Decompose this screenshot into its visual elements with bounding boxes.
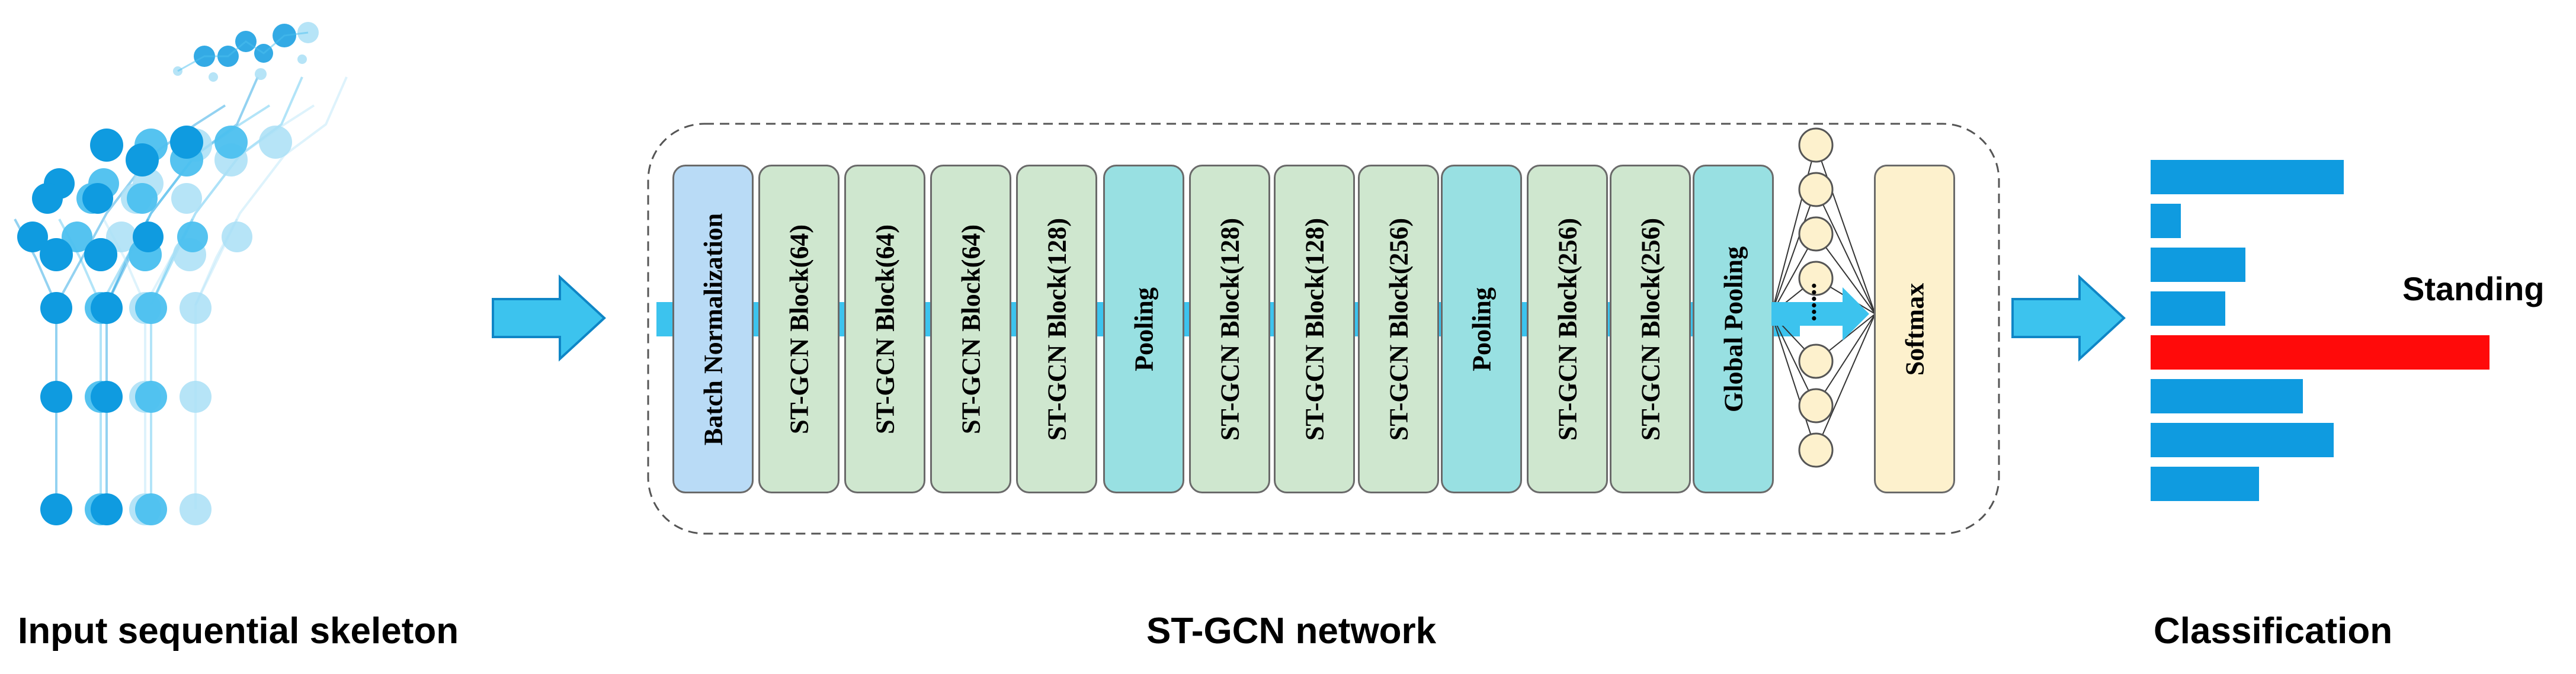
input-caption: Input sequential skeleton [18, 611, 459, 651]
block-label: ST-GCN Block(128) [1042, 217, 1071, 441]
classification-caption: Classification [2154, 611, 2393, 651]
skeleton-joint [91, 493, 123, 525]
skeleton-joint [40, 493, 72, 525]
skeleton-joint [171, 183, 202, 214]
classification-bar [2151, 379, 2303, 413]
block-label: ST-GCN Block(128) [1300, 217, 1329, 441]
block-label: ST-GCN Block(256) [1553, 217, 1582, 441]
fc-connection [1815, 189, 1876, 314]
skeleton-joint [84, 238, 117, 271]
fc-neuron [1798, 216, 1834, 252]
block-batch-normalization: Batch Normalization [672, 165, 754, 493]
block-st-gcn-128-2: ST-GCN Block(128) [1189, 165, 1270, 493]
classification-bar-chart [2151, 160, 2490, 501]
block-st-gcn-64-2: ST-GCN Block(64) [844, 165, 925, 493]
fc-connection [1815, 145, 1876, 314]
block-global-pooling: Global Pooling [1693, 165, 1774, 493]
output-arrow [2011, 274, 2126, 362]
block-label: ST-GCN Block(64) [784, 224, 813, 434]
classification-bar [2151, 467, 2259, 501]
classification-bar [2151, 160, 2344, 194]
fully-connected-layer: ...... [1771, 127, 1876, 468]
input-arrow [492, 274, 606, 362]
fc-neuron [1798, 127, 1834, 163]
skeleton-joint [177, 222, 208, 252]
skeleton-joint [17, 222, 48, 252]
block-label: Batch Normalization [699, 213, 728, 445]
block-st-gcn-256-1: ST-GCN Block(256) [1358, 165, 1439, 493]
skeleton-joint [255, 68, 267, 80]
skeleton-joint [214, 126, 248, 159]
classification-bar [2151, 423, 2334, 457]
classification-bar [2151, 291, 2225, 326]
skeleton-joint [40, 238, 73, 271]
classification-bar-highlight [2151, 335, 2490, 370]
skeleton-joint [222, 222, 252, 252]
fc-neuron [1798, 344, 1834, 379]
skeleton-joint [82, 183, 113, 214]
fc-connection [1815, 313, 1876, 406]
block-pooling-2: Pooling [1441, 165, 1522, 493]
network-caption: ST-GCN network [1146, 611, 1437, 651]
block-st-gcn-128-1: ST-GCN Block(128) [1016, 165, 1097, 493]
block-label: ST-GCN Block(256) [1384, 217, 1413, 441]
block-label: ST-GCN Block(128) [1215, 217, 1244, 441]
block-label: Softmax [1900, 283, 1929, 375]
skeleton-joint [180, 493, 212, 525]
skeleton-joint [135, 381, 167, 413]
fc-ellipsis: ...... [1793, 283, 1822, 322]
block-pooling-1: Pooling [1103, 165, 1184, 493]
block-label: ST-GCN Block(256) [1636, 217, 1665, 441]
skeleton-joint [135, 292, 167, 324]
block-label: Global Pooling [1719, 246, 1748, 412]
input-arrow-shape [492, 274, 606, 362]
skeleton-joint [209, 72, 218, 82]
fc-connection [1771, 189, 1816, 314]
classification-bar [2151, 248, 2245, 282]
skeleton-joint [40, 292, 72, 324]
skeleton-joint [180, 381, 212, 413]
fc-connection [1771, 145, 1816, 314]
fc-connection [1771, 313, 1816, 451]
skeleton-joint [259, 126, 292, 159]
skeleton-joint [91, 292, 123, 324]
block-st-gcn-64-1: ST-GCN Block(64) [758, 165, 840, 493]
output-arrow-shape [2011, 274, 2126, 362]
block-label: Pooling [1129, 287, 1158, 371]
skeleton-joint [133, 222, 164, 252]
block-st-gcn-128-3: ST-GCN Block(128) [1274, 165, 1355, 493]
skeleton-joint [127, 183, 158, 214]
skeleton-joint [90, 129, 123, 162]
classification-bar [2151, 204, 2181, 238]
block-softmax: Softmax [1874, 165, 1955, 493]
skeleton-sequence-illustration [14, 22, 348, 525]
fc-neuron [1798, 261, 1834, 296]
block-label: Pooling [1467, 287, 1496, 371]
block-st-gcn-256-2: ST-GCN Block(256) [1527, 165, 1608, 493]
fc-neuron [1798, 172, 1834, 207]
skeleton-joint [180, 292, 212, 324]
network-dashed-container [647, 123, 2000, 535]
skeleton-joint [297, 54, 307, 64]
block-st-gcn-64-3: ST-GCN Block(64) [930, 165, 1011, 493]
predicted-class-label: Standing [2402, 270, 2545, 307]
skeleton-joint [135, 493, 167, 525]
skeleton-joint [40, 381, 72, 413]
block-label: ST-GCN Block(64) [956, 224, 985, 434]
block-st-gcn-256-3: ST-GCN Block(256) [1610, 165, 1691, 493]
skeleton-joint [91, 381, 123, 413]
skeleton-joint [32, 183, 63, 214]
fc-arrow [1771, 287, 1869, 341]
fc-neuron [1798, 388, 1834, 423]
fc-neuron [1798, 432, 1834, 468]
skeleton-joint [126, 143, 159, 176]
skeleton-bone [177, 31, 309, 72]
fc-connection [1815, 313, 1876, 451]
block-label: ST-GCN Block(64) [870, 224, 899, 434]
skeleton-joint [170, 126, 203, 159]
